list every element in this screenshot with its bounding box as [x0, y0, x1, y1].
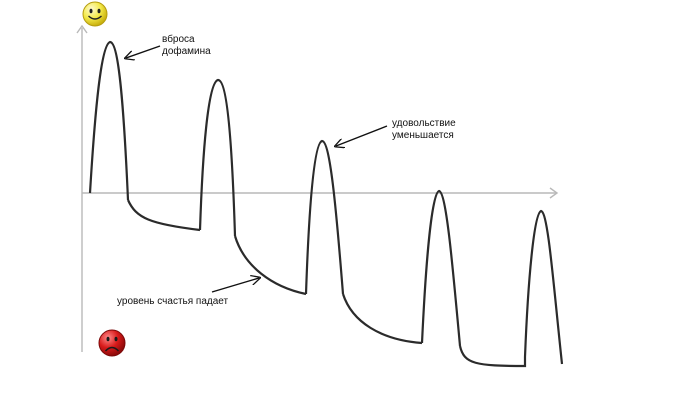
arrow-happiness [211, 278, 259, 293]
pleasure-label: удовольствие уменьшается [392, 118, 456, 142]
peaks-label-line-1: вброса [162, 34, 195, 45]
sad-face-icon [98, 329, 126, 357]
valley-1 [126, 199, 201, 232]
valley-4 [458, 345, 527, 368]
peaks-label: вброса дофамина [162, 34, 211, 58]
valley-2 [233, 235, 307, 296]
peak-1 [88, 40, 130, 201]
happy-face-icon [82, 1, 108, 27]
peaks-label-line-2: дофамина [162, 46, 211, 57]
peak-5 [523, 209, 564, 365]
arrow-pleasure [336, 125, 388, 146]
peak-4 [420, 189, 462, 347]
happiness-label: уровень счастья падает [117, 296, 229, 307]
peak-2 [198, 78, 237, 237]
y-axis-arrowhead [76, 24, 88, 34]
x-axis-arrowhead [549, 187, 559, 199]
pleasure-label-line-2: уменьшается [392, 130, 454, 141]
arrow-peaks [126, 45, 161, 58]
pleasure-label-line-1: удовольствие [392, 118, 456, 129]
peak-3 [304, 139, 345, 295]
valley-3 [341, 293, 423, 345]
